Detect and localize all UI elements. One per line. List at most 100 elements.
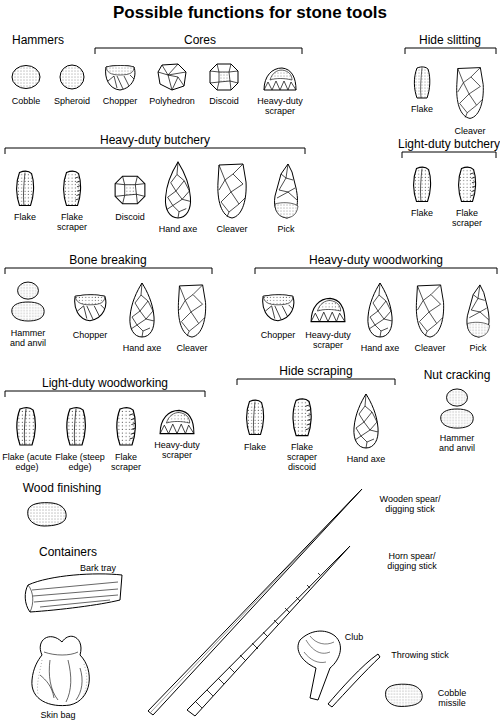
hand-axe-tool: [130, 283, 154, 337]
function-heading: Cores: [160, 33, 240, 47]
function-heading: Wood finishing: [7, 481, 117, 495]
cleaver-tool: [218, 164, 246, 218]
tool-label: Discoid: [105, 212, 155, 222]
cobble-tool: [12, 66, 40, 89]
group-bracket: [255, 268, 497, 274]
tool-label: Flake: [5, 212, 45, 222]
tool-label: Chopper: [65, 330, 115, 340]
flake-scraper-tool: [459, 167, 476, 201]
tool-label: Spheroid: [47, 96, 97, 106]
cleaver-tool: [416, 285, 443, 337]
tool-label: Flake: [235, 442, 275, 452]
function-heading: Heavy-duty butchery: [80, 133, 230, 147]
discoid-tool: [115, 176, 145, 204]
hand-axe-tool: [354, 394, 378, 448]
tool-label: Chopper: [253, 330, 303, 340]
tool-label: Cleaver: [207, 224, 257, 234]
scraper-tool: [311, 298, 345, 321]
cleaver-tool: [457, 68, 484, 119]
flake-tool: [414, 167, 431, 201]
tool-label: Club: [339, 632, 369, 642]
flake-tool: [247, 400, 264, 434]
tool-label: Pick: [458, 343, 498, 353]
tool-label: Flake: [402, 208, 442, 218]
discoid-tool: [210, 64, 238, 90]
flake-scraper-tool: [293, 399, 311, 436]
tool-label: Flake scraper: [54, 212, 90, 232]
function-heading: Hammers: [0, 33, 78, 47]
function-heading: Light-duty butchery: [394, 137, 500, 151]
group-bracket: [5, 148, 305, 154]
wooden-spear: [151, 493, 358, 712]
chopper-tool: [75, 295, 106, 321]
tool-label: Hand axe: [153, 224, 203, 234]
hammer-anvil-tool: [12, 282, 44, 321]
tool-label: Heavy-duty scraper: [303, 330, 353, 350]
tool-label: Flake scraper discoid: [284, 442, 320, 472]
tool-label: Hammer and anvil: [435, 433, 479, 453]
function-heading: Heavy-duty woodworking: [286, 253, 466, 267]
tool-label: Flake (steep edge): [54, 452, 106, 472]
flake-scraper-tool: [117, 408, 136, 445]
horn-spear: [187, 546, 350, 716]
bark-tray: [25, 574, 122, 612]
pick-tool: [467, 285, 490, 337]
tool-label: Discoid: [199, 96, 249, 106]
club: [298, 631, 340, 700]
function-heading: Bone breaking: [53, 253, 163, 267]
scraper-tool: [264, 68, 296, 90]
tool-label: Heavy-duty scraper: [152, 440, 202, 460]
skin-bag: [37, 660, 86, 698]
chopper-tool: [106, 66, 135, 91]
tool-label: Flake (acute edge): [1, 452, 53, 472]
title: Possible functions for stone tools: [0, 3, 500, 23]
tool-label: Flake: [402, 104, 442, 114]
tool-label: Chopper: [95, 96, 145, 106]
function-heading: Containers: [23, 545, 113, 559]
pick-tool: [275, 164, 299, 218]
flake-scraper-tool: [64, 171, 81, 205]
group-bracket: [95, 48, 302, 54]
tool-label: Hammer and anvil: [7, 328, 49, 348]
chopper-tool: [263, 295, 294, 321]
group-bracket: [402, 152, 496, 158]
tool-label: Pick: [266, 224, 306, 234]
tool-label: Skin bag: [33, 710, 83, 720]
tool-label: Flake scraper: [106, 452, 146, 472]
flake-tool: [17, 408, 36, 445]
tool-label: Flake scraper: [449, 208, 485, 228]
tool-label: Horn spear/ digging stick: [379, 551, 445, 571]
tool-label: Cleaver: [445, 126, 495, 136]
skin-bag: [40, 652, 82, 702]
group-bracket: [5, 391, 205, 397]
hand-axe-tool: [165, 162, 190, 218]
tool-label: Hand axe: [341, 454, 391, 464]
spheroid-tool: [60, 65, 84, 89]
bark-tray: [28, 582, 118, 612]
scraper-tool: [160, 410, 194, 433]
group-bracket: [5, 268, 212, 274]
tool-label: Cobble: [1, 96, 51, 106]
function-heading: Nut cracking: [412, 368, 500, 382]
tool-label: Hand axe: [355, 343, 405, 353]
tool-label: Heavy-duty scraper: [255, 96, 305, 116]
function-heading: Hide slitting: [405, 33, 495, 47]
throwing-stick: [328, 654, 380, 707]
stone-tool: [28, 503, 66, 526]
function-heading: Light-duty woodworking: [15, 376, 195, 390]
club: [304, 636, 334, 663]
group-bracket: [237, 379, 395, 385]
tool-label: Polyhedron: [145, 96, 200, 106]
group-bracket: [405, 48, 496, 54]
tool-label: Wooden spear/ digging stick: [377, 494, 443, 514]
skin-bag: [32, 636, 89, 705]
tool-label: Cobble missile: [435, 688, 469, 708]
tool-label: Cleaver: [405, 343, 455, 353]
function-heading: Hide scraping: [261, 364, 371, 378]
tool-label: Hand axe: [117, 343, 167, 353]
cleaver-tool: [178, 285, 205, 337]
tool-label: Bark tray: [73, 563, 123, 573]
hammer-anvil-tool: [441, 389, 474, 428]
cobble-missile: [386, 684, 423, 706]
flake-tool: [414, 67, 429, 98]
